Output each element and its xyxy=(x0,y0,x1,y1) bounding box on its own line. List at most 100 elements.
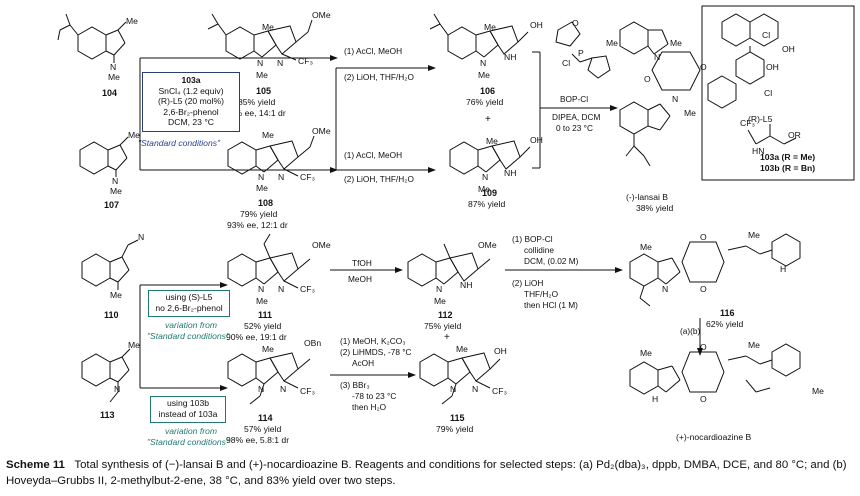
cond-r4c: DCM, (0.02 M) xyxy=(524,256,579,266)
atom-o: O xyxy=(700,232,707,242)
atom-me: Me xyxy=(256,70,268,80)
compound-105-ee: 92% ee, 14:1 dr xyxy=(225,108,286,118)
lansai-label: (-)-lansai B xyxy=(626,192,669,202)
atom-me: Me xyxy=(478,184,490,194)
compound-105-yield: 85% yield xyxy=(238,97,276,107)
ester-103b: 103b (R = Bn) xyxy=(760,163,816,173)
compound-114-ee: 98% ee, 5.8:1 dr xyxy=(226,435,290,445)
atom-n: N xyxy=(258,172,265,182)
atom-me: Me xyxy=(126,16,138,26)
atom-oh: OH xyxy=(530,135,543,145)
atom-n: N xyxy=(258,284,265,294)
caption-title: Scheme 11 xyxy=(6,459,65,471)
cond-r3a: TfOH xyxy=(352,258,372,268)
atom-cf3: CF₃ xyxy=(300,172,315,182)
lansai-yield: 38% yield xyxy=(636,203,674,213)
compound-104-label: 104 xyxy=(102,88,118,98)
cond-r2b: (2) LiOH, THF/H₂O xyxy=(344,174,414,184)
variation-1-line1: using (S)-L5 xyxy=(165,292,213,302)
cond-r1b: (2) LiOH, THF/H₂O xyxy=(344,72,414,82)
atom-n: N xyxy=(257,58,264,68)
arrow-heads xyxy=(220,55,703,391)
cond-r5a: (1) MeOH, K₂CO₃ xyxy=(340,336,406,346)
compound-107-label: 107 xyxy=(104,200,120,210)
atom-n: N xyxy=(110,62,117,72)
atom-n: N xyxy=(138,232,145,242)
compound-115-label: 115 xyxy=(450,413,465,423)
ligand-label: (R)-L5 xyxy=(748,114,773,124)
atom-me: Me xyxy=(640,242,652,252)
compound-111-label: 111 xyxy=(258,310,273,320)
cond-r4d: (2) LiOH xyxy=(512,278,544,288)
atom-obn: OBn xyxy=(304,338,322,348)
atom-o: O xyxy=(644,74,651,84)
atom-ome: OMe xyxy=(312,10,331,20)
atom-cf3: CF₃ xyxy=(298,56,313,66)
atom-cl: Cl xyxy=(762,30,771,40)
atom-nh: NH xyxy=(504,52,517,62)
atom-me: Me xyxy=(128,340,140,350)
standard-conditions-box: 103a SnCl₄ (1.2 equiv) (R)-L5 (20 mol%) … xyxy=(142,72,240,132)
atom-n: N xyxy=(278,284,285,294)
box-ligand: (R)-L5 (20 mol%) xyxy=(158,96,224,106)
compound-115-yield: 79% yield xyxy=(436,424,474,434)
cond-r5f: then H₂O xyxy=(352,402,387,412)
plus-sign: + xyxy=(444,332,450,343)
compound-116-label: 116 xyxy=(720,308,735,318)
atom-me: Me xyxy=(108,72,120,82)
atom-me: Me xyxy=(486,136,498,146)
reagent-box xyxy=(701,5,855,181)
compound-105-label: 105 xyxy=(256,86,272,96)
atom-nh: NH xyxy=(460,280,473,290)
atom-me: Me xyxy=(812,386,824,396)
plus-sign: + xyxy=(485,114,491,125)
atom-oh: OH xyxy=(766,62,779,72)
atom-me: Me xyxy=(256,183,268,193)
cond-r4b: collidine xyxy=(524,245,554,255)
atom-n: N xyxy=(480,58,487,68)
atom-o: O xyxy=(700,342,707,352)
compound-114-yield: 57% yield xyxy=(244,424,282,434)
atom-n: N xyxy=(436,284,443,294)
atom-ome: OMe xyxy=(312,126,331,136)
atom-me: Me xyxy=(262,22,274,32)
standard-conditions-note: "Standard conditions" xyxy=(138,138,221,148)
cond-r5b: (2) LiHMDS, -78 °C xyxy=(340,347,412,357)
cond-r3b: MeOH xyxy=(348,274,372,284)
atom-oh: OH xyxy=(530,20,543,30)
atom-me: Me xyxy=(670,38,682,48)
cond-r6: (a)(b) xyxy=(680,326,701,336)
atom-o: O xyxy=(572,18,579,28)
cond-coupling-b: 0 to 23 °C xyxy=(556,123,593,133)
compound-111-ee: 90% ee, 19:1 dr xyxy=(226,332,287,342)
cond-r1a: (1) AcCl, MeOH xyxy=(344,46,403,56)
cond-coupling-reagent: BOP-Cl xyxy=(560,94,589,104)
scheme-caption: Scheme 11 Total synthesis of (−)-lansai … xyxy=(6,458,856,489)
atom-cf3: CF₃ xyxy=(300,386,315,396)
cond-r5e: -78 to 23 °C xyxy=(352,391,397,401)
variation-2-note1: variation from xyxy=(164,426,218,436)
compound-109-label: 109 xyxy=(482,188,498,198)
variation-1-note1: variation from xyxy=(164,320,218,330)
compound-111-yield: 52% yield xyxy=(244,321,282,331)
atom-hn: HN xyxy=(752,146,765,156)
caption-text: Total synthesis of (−)-lansai B and (+)-… xyxy=(6,459,847,487)
atom-me: Me xyxy=(640,348,652,358)
atom-me: Me xyxy=(606,38,618,48)
compound-106-label: 106 xyxy=(480,86,496,96)
atom-n: N xyxy=(258,384,265,394)
atom-ome: OMe xyxy=(312,240,331,250)
atom-n: N xyxy=(112,176,119,186)
compound-112-label: 112 xyxy=(438,310,453,320)
box-additive: 2,6-Br₂-phenol xyxy=(163,106,219,117)
atom-n: N xyxy=(277,58,284,68)
atom-me: Me xyxy=(110,290,122,300)
atom-me: Me xyxy=(478,70,490,80)
compound-108-label: 108 xyxy=(258,198,274,208)
cond-r4e: THF/H₂O xyxy=(524,289,559,299)
variation-box-1: using (S)-L5 no 2,6-Br₂-phenol xyxy=(148,290,230,317)
atom-me: Me xyxy=(262,130,274,140)
atom-me: Me xyxy=(684,108,696,118)
atom-me: Me xyxy=(262,344,274,354)
